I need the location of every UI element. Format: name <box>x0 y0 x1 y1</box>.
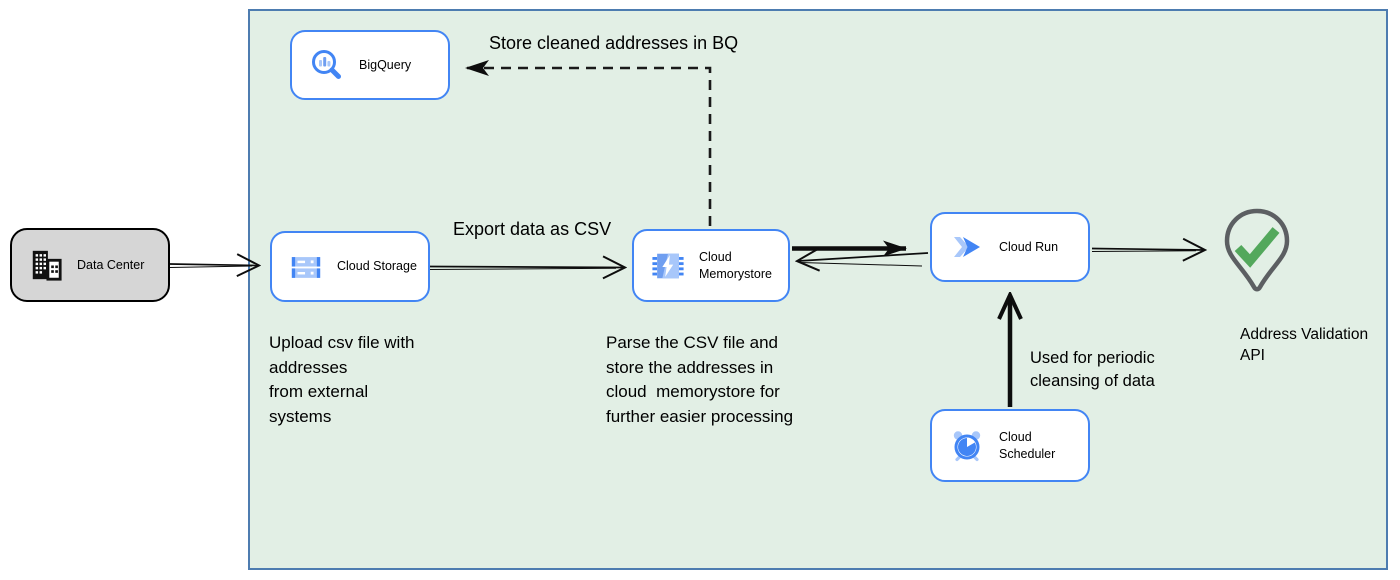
arrow-run-to-memorystore-aux <box>799 262 923 267</box>
arrow-run-to-validation <box>1091 249 1204 251</box>
memorystore-chip-bolt-icon <box>651 249 685 283</box>
cloud-storage-label: Cloud Storage <box>337 259 417 274</box>
data-center-node: Data Center <box>10 228 170 302</box>
arrow-storage-to-memorystore-aux <box>429 267 617 270</box>
arrow-run-to-memorystore <box>798 253 929 261</box>
storage-buckets-icon <box>289 250 323 284</box>
scheduler-annotation: Used for periodic cleansing of data <box>1030 349 1155 390</box>
arrow-run-to-validation-aux <box>1091 250 1197 252</box>
cloud-memorystore-node: Cloud Memorystore <box>632 229 790 302</box>
building-icon <box>29 248 63 282</box>
export-csv-annotation: Export data as CSV <box>453 219 612 239</box>
location-pin-check-icon <box>1224 208 1290 292</box>
cloud-memorystore-label: Cloud Memorystore <box>699 250 772 281</box>
parse-annotation: Parse the CSV file and store the address… <box>606 333 794 426</box>
cloud-storage-node: Cloud Storage <box>270 231 430 302</box>
cloud-scheduler-label: Cloud Scheduler <box>999 430 1056 461</box>
address-validation-node <box>1220 207 1294 309</box>
bigquery-search-chart-icon <box>309 47 345 83</box>
arrow-datacenter-to-storage-aux <box>169 265 253 268</box>
arrow-datacenter-to-storage <box>169 264 258 266</box>
arrow-storage-to-memorystore <box>429 267 624 268</box>
cloud-run-node: Cloud Run <box>930 212 1090 282</box>
scheduler-alarm-clock-icon <box>949 428 985 464</box>
arrow-memorystore-to-bigquery-dashed <box>465 60 712 226</box>
cloud-run-label: Cloud Run <box>999 239 1059 254</box>
cloud-run-chevrons-icon <box>949 229 985 265</box>
bigquery-node: BigQuery <box>290 30 450 100</box>
bigquery-label: BigQuery <box>359 57 412 72</box>
cloud-boundary-zone <box>248 9 1388 570</box>
upload-annotation: Upload csv file with addresses from exte… <box>269 333 415 426</box>
store-bq-annotation: Store cleaned addresses in BQ <box>489 33 739 53</box>
data-center-label: Data Center <box>77 257 145 272</box>
address-validation-label: Address Validation API <box>1240 326 1369 364</box>
cloud-scheduler-node: Cloud Scheduler <box>930 409 1090 482</box>
